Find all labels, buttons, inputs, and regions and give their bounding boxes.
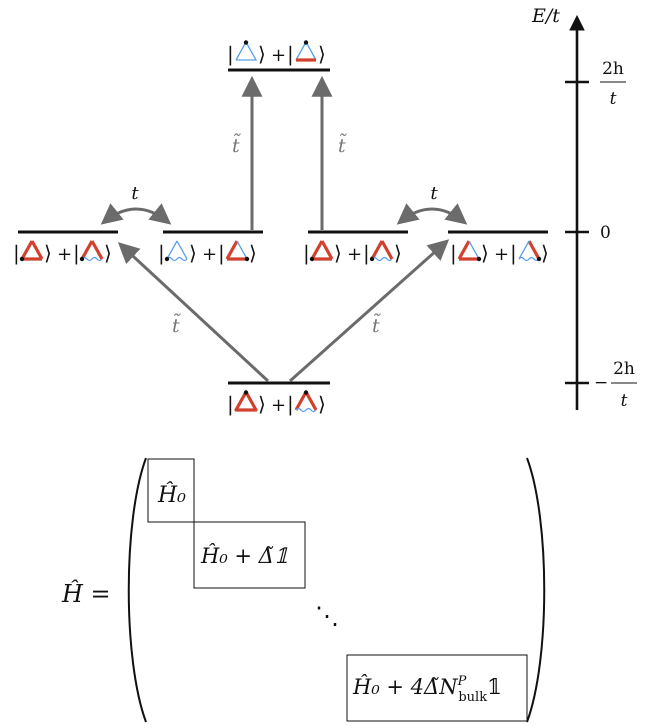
label-up-right: t̃ <box>338 134 347 157</box>
matrix-right-paren <box>526 457 546 723</box>
state-bottom: | ⟩ + | ⟩ <box>227 390 326 417</box>
tick-upper-numerator: 2h <box>602 59 624 79</box>
triangle-mixed-icon <box>518 240 542 262</box>
ket-bar: | <box>227 42 234 67</box>
label-hop-left: t <box>131 183 139 204</box>
state-top: | ⟩ + | ⟩ <box>227 40 326 67</box>
svg-text:⟩: ⟩ <box>44 241 52 265</box>
svg-text:|: | <box>363 241 370 266</box>
triangle-blue-icon <box>235 40 258 61</box>
arrow-diag-right <box>289 239 450 383</box>
svg-text:|: | <box>73 241 80 266</box>
triangle-red-right-icon <box>457 240 482 262</box>
block-2: Ĥ₀ + Δ̃𝟙 <box>200 544 288 568</box>
triangle-red-base-icon <box>295 40 317 62</box>
svg-text:⟩: ⟩ <box>334 241 342 265</box>
svg-text:|: | <box>218 241 225 266</box>
svg-text:|: | <box>450 241 457 266</box>
triangle-red-left-icon <box>19 240 44 262</box>
transition-labels: t t t̃ t̃ t̃ t̃ <box>131 134 438 337</box>
svg-text:+: + <box>271 395 286 416</box>
transition-arrows <box>100 75 468 383</box>
svg-text:+: + <box>494 244 509 265</box>
triangle-red-full-icon <box>234 390 258 412</box>
tick-upper-denominator: t <box>610 89 617 109</box>
svg-text:|: | <box>287 392 294 417</box>
tick-lower-sign: − <box>594 373 608 393</box>
svg-text:⟩: ⟩ <box>249 241 257 265</box>
ket-angle: ⟩ <box>258 42 266 66</box>
ket-angle: ⟩ <box>318 42 326 66</box>
matrix-dots: ⋱ <box>315 602 339 630</box>
tick-lower-denominator: t <box>621 391 628 411</box>
state-zero-1: | ⟩ + | ⟩ <box>13 240 112 266</box>
block-3-box <box>346 654 528 722</box>
arrow-hop-left <box>100 203 172 225</box>
svg-text:⟩: ⟩ <box>189 241 197 265</box>
svg-text:+: + <box>202 244 217 265</box>
label-up-left: t̃ <box>232 134 241 157</box>
svg-text:|: | <box>158 241 165 266</box>
svg-text:+: + <box>347 244 362 265</box>
triangle-blue-icon <box>164 240 188 262</box>
svg-text:|: | <box>227 392 234 417</box>
triangle-red-right-icon <box>225 240 250 262</box>
arrow-diag-left <box>117 242 270 383</box>
triangle-red-left-icon <box>309 240 334 262</box>
ket-bar: | <box>287 42 294 67</box>
block-2-box <box>193 521 306 589</box>
triangle-red-wavy-icon <box>294 390 318 413</box>
axis-label: E/t <box>531 5 560 27</box>
energy-axis: E/t 2h t 0 − 2h t <box>531 5 637 411</box>
state-zero-3: | ⟩ + | ⟩ <box>303 240 402 266</box>
svg-text:|: | <box>303 241 310 266</box>
state-zero-4: | ⟩ + | ⟩ <box>450 240 549 266</box>
matrix-left-paren <box>127 457 147 723</box>
svg-text:|: | <box>510 241 517 266</box>
label-hop-right: t <box>430 183 438 204</box>
tick-zero-label: 0 <box>600 223 611 243</box>
triangle-mixed-icon <box>79 240 104 262</box>
svg-text:+: + <box>57 244 72 265</box>
arrow-hop-right <box>396 203 468 225</box>
block-1: Ĥ₀ <box>157 481 186 508</box>
tick-lower-numerator: 2h <box>613 359 635 379</box>
svg-text:⟩: ⟩ <box>258 392 266 416</box>
triangle-mixed-icon <box>369 240 394 262</box>
label-diag-left: t̃ <box>172 314 181 337</box>
svg-text:⟩: ⟩ <box>541 241 549 265</box>
svg-text:⟩: ⟩ <box>104 241 112 265</box>
svg-text:⟩: ⟩ <box>481 241 489 265</box>
ket-plus: + <box>271 45 286 66</box>
svg-text:⟩: ⟩ <box>318 392 326 416</box>
label-diag-right: t̃ <box>372 314 381 337</box>
energy-levels <box>18 68 548 385</box>
svg-text:⟩: ⟩ <box>394 241 402 265</box>
block-1-box <box>147 458 195 523</box>
state-zero-2: | ⟩ + | ⟩ <box>158 240 257 266</box>
hamiltonian-lhs: Ĥ = <box>61 579 111 608</box>
svg-text:|: | <box>13 241 20 266</box>
